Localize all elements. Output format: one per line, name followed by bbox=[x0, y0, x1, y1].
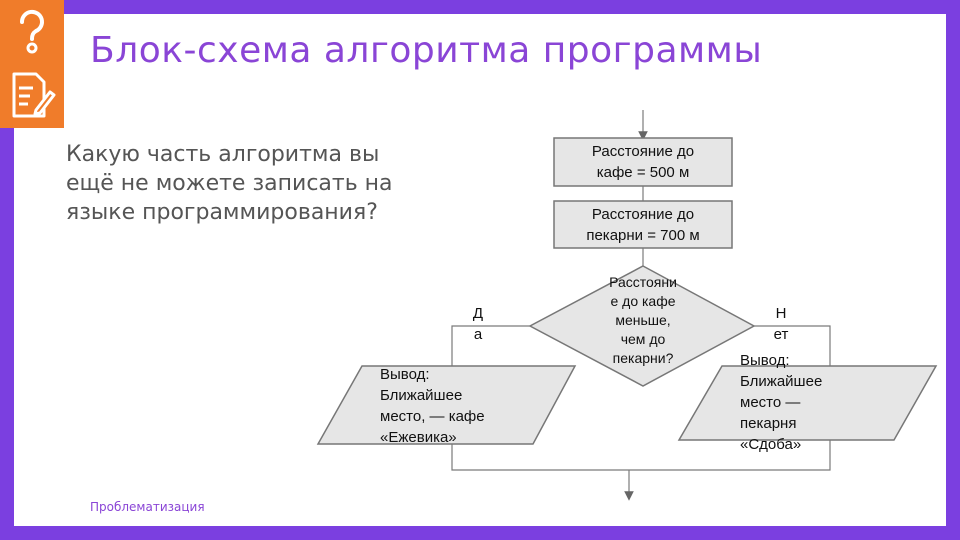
document-pencil-icon[interactable] bbox=[0, 64, 64, 128]
process-box-cafe-distance bbox=[553, 137, 733, 187]
slide-title: Блок-схема алгоритма программы bbox=[90, 30, 763, 71]
no-branch-line bbox=[754, 325, 831, 366]
output-bakery-text: Вывод: Ближайшее место — пекарня «Сдоба» bbox=[740, 352, 823, 453]
question-text: Какую часть алгоритма вы ещё не можете з… bbox=[66, 142, 393, 225]
question-mark-icon[interactable] bbox=[0, 0, 64, 64]
output-cafe-text: Вывод: Ближайшее место, — кафе «Ежевика» bbox=[380, 366, 485, 446]
decision-text: Расстояни е до кафе меньше, чем до пекар… bbox=[609, 274, 677, 366]
output-box-cafe bbox=[316, 365, 577, 445]
section-label: Проблематизация bbox=[90, 500, 205, 514]
yes-branch-line bbox=[451, 325, 530, 366]
output-box-bakery bbox=[677, 365, 938, 441]
sidebar bbox=[0, 0, 64, 128]
decision-diamond bbox=[528, 265, 756, 387]
no-label: Н ет bbox=[773, 305, 789, 343]
merge-line bbox=[451, 440, 831, 471]
box2-text: Расстояние до пекарни = 700 м bbox=[586, 206, 700, 244]
box1-text: Расстояние до кафе = 500 м bbox=[591, 143, 695, 181]
yes-label: Д а bbox=[472, 305, 484, 343]
process-box-bakery-distance bbox=[553, 200, 733, 249]
